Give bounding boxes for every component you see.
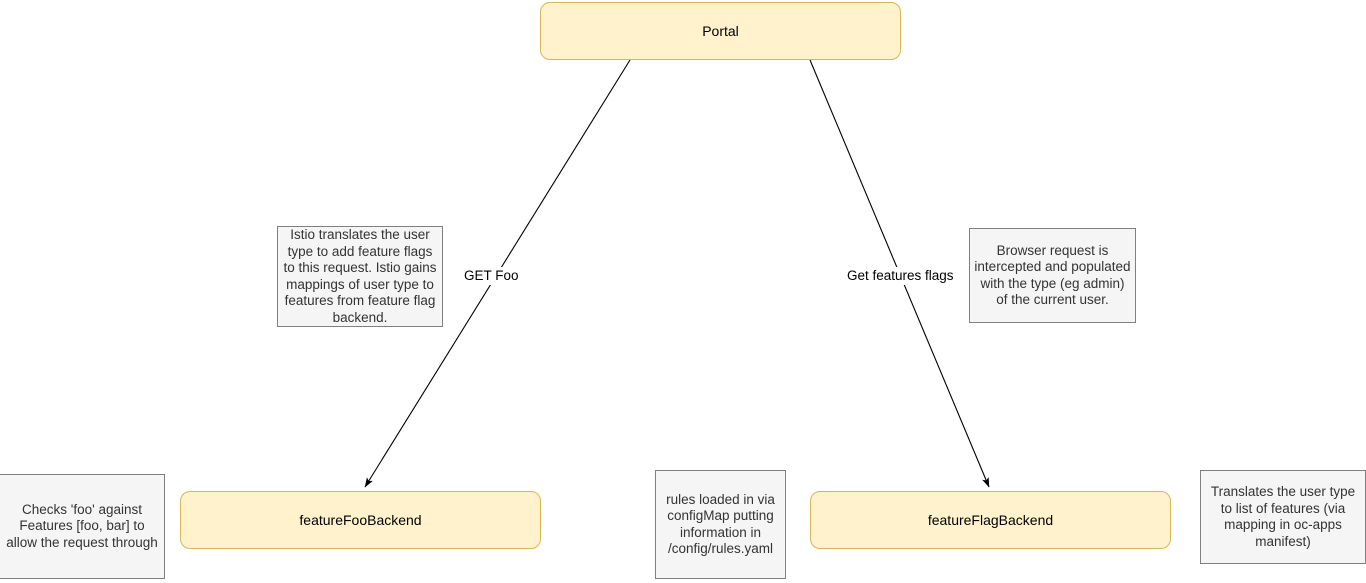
edge-label-get-features-flags: Get features flags bbox=[845, 267, 956, 285]
edge-label-get-foo: GET Foo bbox=[462, 267, 521, 285]
node-featurefoobackend[interactable]: featureFooBackend bbox=[180, 491, 541, 549]
node-featurefoobackend-label: featureFooBackend bbox=[299, 511, 422, 528]
node-featureflagbackend[interactable]: featureFlagBackend bbox=[810, 491, 1171, 549]
note-rules-loaded: rules loaded in via configMap putting in… bbox=[655, 470, 786, 579]
note-checks-foo: Checks 'foo' against Features [foo, bar]… bbox=[0, 474, 165, 579]
node-portal[interactable]: Portal bbox=[540, 2, 901, 60]
note-istio-translates: Istio translates the user type to add fe… bbox=[277, 226, 443, 327]
note-translates-user-type: Translates the user type to list of feat… bbox=[1200, 470, 1366, 564]
node-portal-label: Portal bbox=[702, 22, 739, 39]
node-featureflagbackend-label: featureFlagBackend bbox=[927, 511, 1054, 528]
note-browser-request-text: Browser request is intercepted and popul… bbox=[974, 242, 1131, 308]
note-browser-request: Browser request is intercepted and popul… bbox=[969, 228, 1136, 323]
note-rules-loaded-text: rules loaded in via configMap putting in… bbox=[666, 491, 775, 557]
note-translates-user-type-text: Translates the user type to list of feat… bbox=[1210, 484, 1356, 549]
note-checks-foo-text: Checks 'foo' against Features [foo, bar]… bbox=[6, 501, 158, 550]
note-istio-translates-text: Istio translates the user type to add fe… bbox=[283, 227, 437, 325]
